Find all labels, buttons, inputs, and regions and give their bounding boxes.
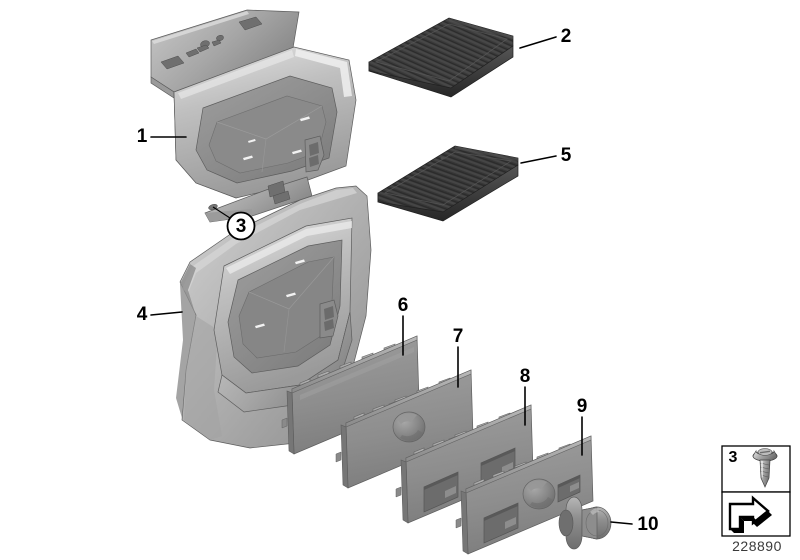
part-9-round-boss xyxy=(522,478,556,510)
part-1-storage-compartment-housing xyxy=(150,9,357,223)
callout-6: 6 xyxy=(398,295,409,316)
part-1-mounting-flange xyxy=(150,9,300,99)
callout-leader-lines xyxy=(150,36,633,525)
self-tapping-screw-icon xyxy=(752,448,778,488)
callout-7: 7 xyxy=(453,326,464,347)
part-8-cover-plate-two-apertures xyxy=(395,404,534,524)
part-7-cover-plate-single-boss xyxy=(335,369,474,489)
part-7-round-boss xyxy=(392,411,426,443)
callout-4: 4 xyxy=(137,304,148,325)
callout-10: 10 xyxy=(637,514,658,535)
legend-panel: 3 xyxy=(721,445,791,537)
callout-1: 1 xyxy=(137,126,148,147)
callout-5: 5 xyxy=(561,145,572,166)
part-1-surface-marks xyxy=(243,116,310,161)
3d-block-arrow-icon xyxy=(728,495,772,533)
callout-3: 3 xyxy=(236,216,247,237)
part-9-aperture-left xyxy=(483,502,519,544)
callout-numbers: 1 2 3 4 5 6 7 8 9 10 xyxy=(137,26,659,535)
part-2-rubber-mat-large xyxy=(368,17,514,98)
callout-2: 2 xyxy=(561,26,572,47)
legend-item-number: 3 xyxy=(729,449,738,466)
diagram-id-number: 228890 xyxy=(732,538,782,554)
part-6-blanking-cover-plain xyxy=(281,335,420,455)
part-10-round-blanking-plug xyxy=(558,496,612,550)
callout-9: 9 xyxy=(577,396,588,417)
callout-3-circle xyxy=(226,211,256,241)
callout-8: 8 xyxy=(520,366,531,387)
part-1-screw-bracket xyxy=(204,176,313,223)
part-9-cover-plate-apertures-and-boss xyxy=(455,435,594,555)
part-8-aperture-left xyxy=(423,471,459,513)
part-5-rubber-mat-small xyxy=(377,145,519,222)
part-9-aperture-right xyxy=(557,474,581,503)
